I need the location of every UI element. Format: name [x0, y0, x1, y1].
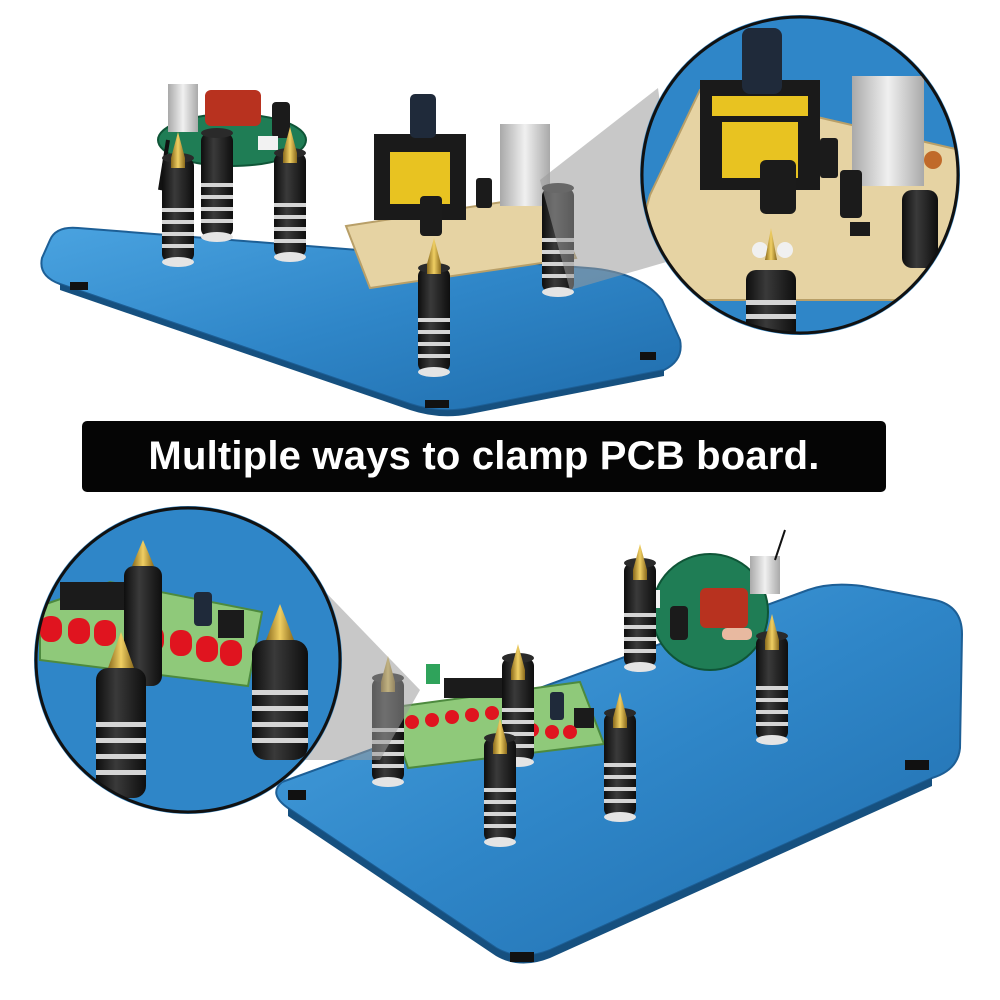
bottom-zoom-detail [34, 506, 342, 814]
top-zoom-detail [640, 15, 960, 335]
beige-power-pcb-top [344, 94, 578, 290]
top-blue-base-plate [40, 226, 682, 412]
caption-banner: Multiple ways to clamp PCB board. [82, 421, 886, 492]
bottom-scene [275, 529, 964, 964]
top-scene [40, 84, 682, 417]
caption-text: Multiple ways to clamp PCB board. [148, 434, 820, 478]
round-green-pcb-bottom [640, 529, 786, 671]
